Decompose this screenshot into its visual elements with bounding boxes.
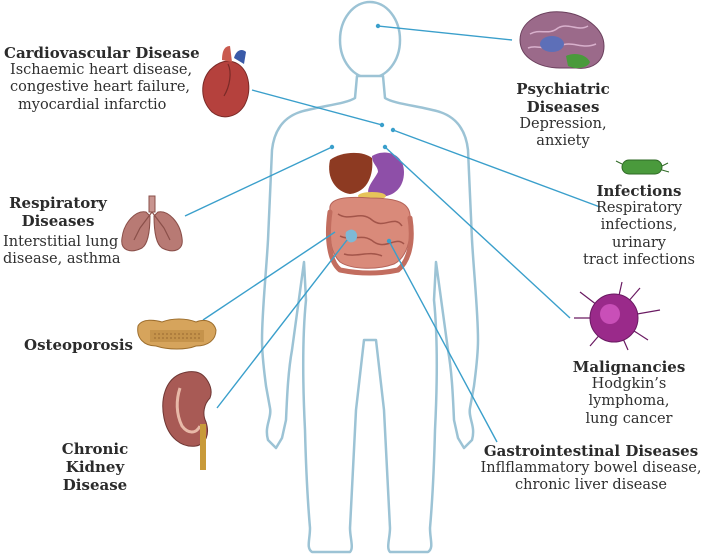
heart-icon xyxy=(202,46,250,118)
cardiovascular-title: Cardiovascular Disease xyxy=(4,44,200,62)
gastrointestinal-desc-2: chronic liver disease xyxy=(514,477,668,494)
label-gastrointestinal: Gastrointestinal Diseases Inflflammatory… xyxy=(476,442,706,495)
label-respiratory: Respiratory Diseases xyxy=(0,194,116,230)
psychiatric-title-1: Psychiatric xyxy=(516,80,610,98)
stomach-organ xyxy=(368,152,404,197)
psychiatric-desc-2: anxiety xyxy=(536,133,590,150)
bone-icon xyxy=(137,318,217,350)
infections-desc-2: infections, urinary xyxy=(600,217,678,251)
cardiovascular-desc-3: myocardial infarctio xyxy=(18,96,167,113)
human-body-outline xyxy=(260,0,480,554)
kidney-icon xyxy=(162,371,212,470)
connector-cardiovascular xyxy=(251,89,383,126)
connector-infections xyxy=(392,129,601,208)
infections-title: Infections xyxy=(596,182,682,200)
cardiovascular-desc-1: Ischaemic heart disease, xyxy=(10,62,193,78)
brain-icon xyxy=(519,11,605,69)
cardiovascular-desc-2: congestive heart failure, xyxy=(10,79,191,96)
label-psychiatric: Psychiatric Diseases Depression, anxiety xyxy=(508,80,618,151)
connector-malignancies xyxy=(384,146,571,319)
intestines-organ xyxy=(329,196,411,269)
connector-dots xyxy=(329,23,396,244)
respiratory-desc: Interstitial lung disease, asthma xyxy=(3,234,133,269)
osteoporosis-title: Osteoporosis xyxy=(24,336,133,354)
label-malignancies: Malignancies Hodgkin’s lymphoma, lung ca… xyxy=(550,358,708,428)
torso-organs xyxy=(325,152,414,276)
connector-respiratory xyxy=(184,146,333,217)
psychiatric-title-2: Diseases xyxy=(526,98,600,116)
connector-gastrointestinal xyxy=(388,240,498,443)
connector-lines xyxy=(184,25,601,443)
respiratory-title-2: Diseases xyxy=(21,212,95,230)
malignancies-title: Malignancies xyxy=(572,358,686,376)
gastrointestinal-desc-1: Inflflammatory bowel disease, xyxy=(480,460,702,476)
cancer-cell-icon xyxy=(574,281,661,351)
label-osteoporosis: Osteoporosis xyxy=(24,336,134,354)
label-kidney: Chronic Kidney Disease xyxy=(30,440,160,494)
connector-kidney xyxy=(216,239,348,409)
bacteria-icon xyxy=(615,159,670,175)
connector-psychiatric xyxy=(377,25,513,41)
infections-desc-1: Respiratory xyxy=(595,200,683,216)
psychiatric-desc-1: Depression, xyxy=(519,116,607,132)
label-infections: Infections Respiratory infections, urina… xyxy=(574,182,704,270)
connector-osteoporosis xyxy=(202,231,336,321)
gastrointestinal-title: Gastrointestinal Diseases xyxy=(483,442,699,460)
malignancies-desc-1: Hodgkin’s lymphoma, xyxy=(588,376,670,410)
respiratory-desc-2: disease, asthma xyxy=(3,251,121,268)
respiratory-title-1: Respiratory xyxy=(9,194,107,212)
liver-organ xyxy=(329,152,373,194)
respiratory-desc-1: Interstitial lung xyxy=(3,234,119,250)
kidney-title-1: Chronic Kidney xyxy=(61,440,129,476)
label-cardiovascular: Cardiovascular Disease Ischaemic heart d… xyxy=(4,44,214,114)
infections-desc-3: tract infections xyxy=(583,252,695,269)
malignancies-desc-2: lung cancer xyxy=(585,410,673,427)
kidney-title-2: Disease xyxy=(62,476,128,494)
colon-organ xyxy=(325,209,414,276)
lungs-icon xyxy=(121,195,183,252)
